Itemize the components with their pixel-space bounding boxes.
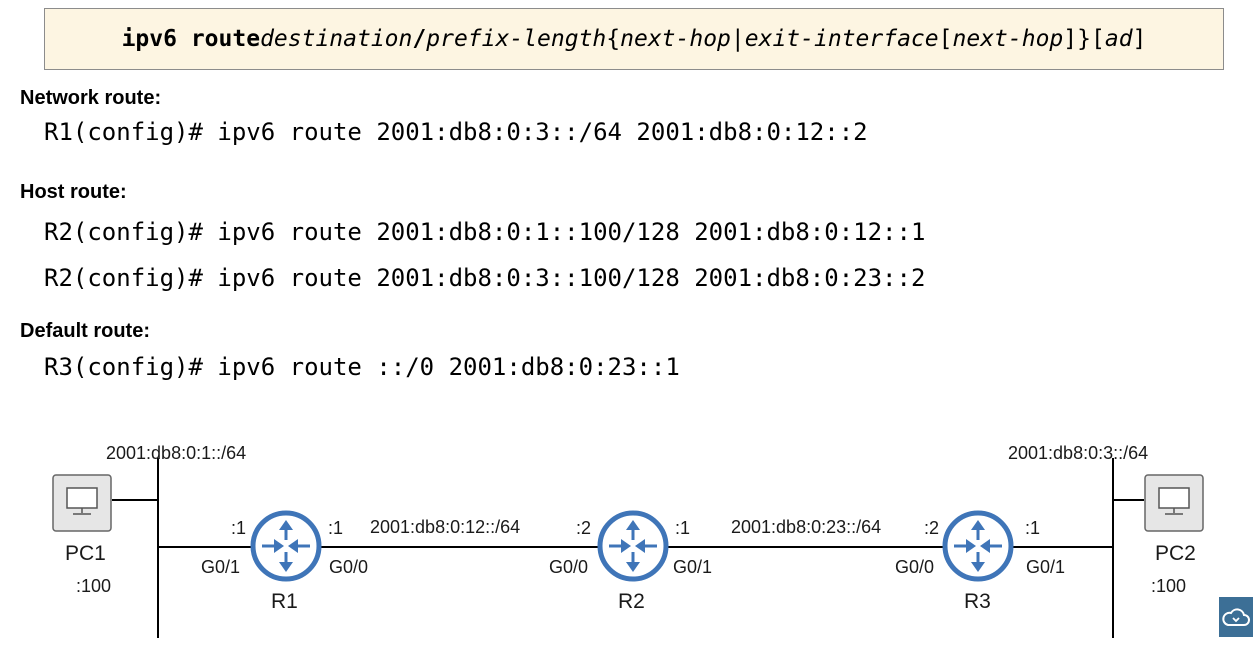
- syntax-next-hop-optional: next-hop: [952, 26, 1064, 52]
- router-r1-icon: [250, 510, 322, 582]
- syntax-ad: ad: [1104, 26, 1133, 52]
- default-route-command: R3(config)# ipv6 route ::/0 2001:db8:0:2…: [44, 353, 680, 381]
- pc2-name: PC2: [1155, 542, 1196, 565]
- syntax-bracket-open: [: [938, 26, 953, 52]
- network-route-command: R1(config)# ipv6 route 2001:db8:0:3::/64…: [44, 118, 868, 146]
- r1-left-interface: G0/1: [201, 557, 240, 577]
- syntax-destination: destination: [260, 26, 413, 52]
- r3-left-host: :2: [924, 518, 939, 538]
- r3-left-interface: G0/0: [895, 557, 934, 577]
- link12-prefix-label: 2001:db8:0:12::/64: [370, 517, 520, 537]
- host-route-command-1: R2(config)# ipv6 route 2001:db8:0:1::100…: [44, 218, 926, 246]
- r3-right-host: :1: [1025, 518, 1040, 538]
- r1-right-host: :1: [328, 518, 343, 538]
- network-route-heading: Network route:: [20, 87, 162, 109]
- r2-left-host: :2: [576, 518, 591, 538]
- pc1-icon: [52, 474, 112, 532]
- r2-right-interface: G0/1: [673, 557, 712, 577]
- syntax-exit-interface: exit-interface: [744, 26, 939, 52]
- syntax-bracket-close: ]}: [1063, 26, 1091, 52]
- pc2-host: :100: [1151, 576, 1186, 596]
- syntax-box: ipv6 route destination/prefix-length {ne…: [44, 8, 1224, 70]
- r3-name: R3: [964, 590, 991, 613]
- cloud-icon: [1222, 608, 1250, 626]
- r2-left-interface: G0/0: [549, 557, 588, 577]
- host-route-command-2: R2(config)# ipv6 route 2001:db8:0:3::100…: [44, 264, 926, 292]
- syntax-prefix-length: prefix-length: [426, 26, 607, 52]
- r2-right-host: :1: [675, 518, 690, 538]
- syntax-keyword: ipv6 route: [121, 26, 261, 52]
- default-route-heading: Default route:: [20, 320, 150, 342]
- r1-right-interface: G0/0: [329, 557, 368, 577]
- syntax-slash: /: [412, 26, 427, 52]
- lan1-prefix-label: 2001:db8:0:1::/64: [106, 443, 246, 463]
- syntax-ad-open: [: [1090, 26, 1105, 52]
- r2-name: R2: [618, 590, 645, 613]
- link23-prefix-label: 2001:db8:0:23::/64: [731, 517, 881, 537]
- syntax-ad-close: ]: [1132, 26, 1147, 52]
- pc1-host: :100: [76, 576, 111, 596]
- syntax-next-hop: next-hop: [620, 26, 731, 52]
- pc1-name: PC1: [65, 542, 106, 565]
- network-diagram: 2001:db8:0:1::/64 2001:db8:0:3::/64 2001…: [52, 443, 1204, 638]
- cloud-button[interactable]: [1219, 597, 1253, 637]
- syntax-brace-open: {: [606, 26, 621, 52]
- router-r3-icon: [942, 510, 1014, 582]
- router-r2-icon: [597, 510, 669, 582]
- lan3-prefix-label: 2001:db8:0:3::/64: [1008, 443, 1148, 463]
- r3-right-interface: G0/1: [1026, 557, 1065, 577]
- syntax-pipe: |: [730, 26, 745, 52]
- pc2-icon: [1144, 474, 1204, 532]
- host-route-heading: Host route:: [20, 181, 127, 203]
- r1-left-host: :1: [231, 518, 246, 538]
- r1-name: R1: [271, 590, 298, 613]
